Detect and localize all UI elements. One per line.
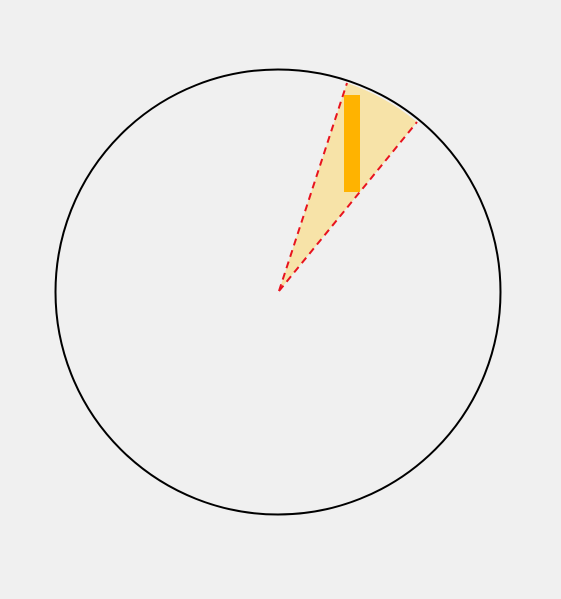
orange-bar-marker — [344, 95, 360, 192]
sector-boundary-ray-left — [278, 82, 348, 292]
sector-boundary-ray-right — [278, 121, 418, 292]
main-circle — [54, 68, 502, 516]
